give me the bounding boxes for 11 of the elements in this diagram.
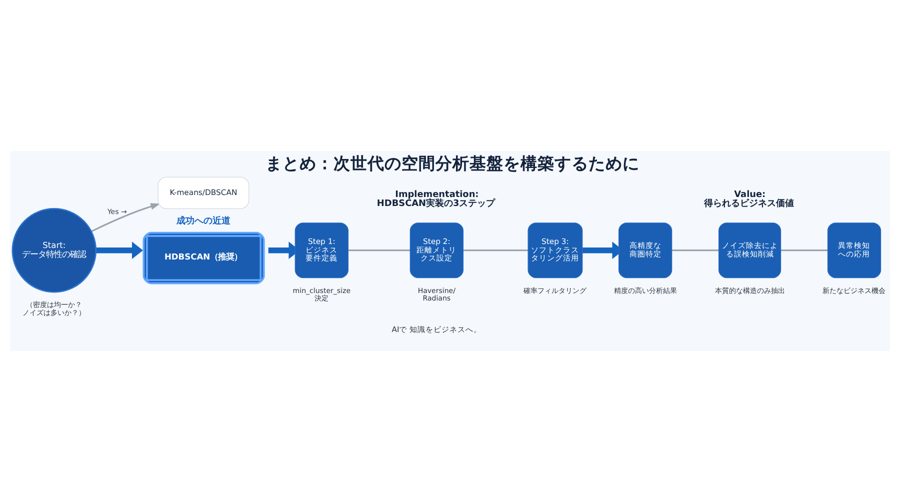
node-label: 成功への近道 [176,216,230,227]
connector [348,250,410,252]
connector [463,250,528,252]
label: Implementation: HDBSCAN実装の3ステップ [376,190,496,209]
label: Value: 得られるビジネス価値 [704,190,794,209]
connector [780,250,828,252]
arrow [91,203,160,232]
node-circle: Start: データ特性の確認 [12,208,97,293]
connector [672,250,719,252]
arrow [96,242,143,260]
diagram-title: まとめ：次世代の空間分析基盤を構築するために [265,154,640,173]
